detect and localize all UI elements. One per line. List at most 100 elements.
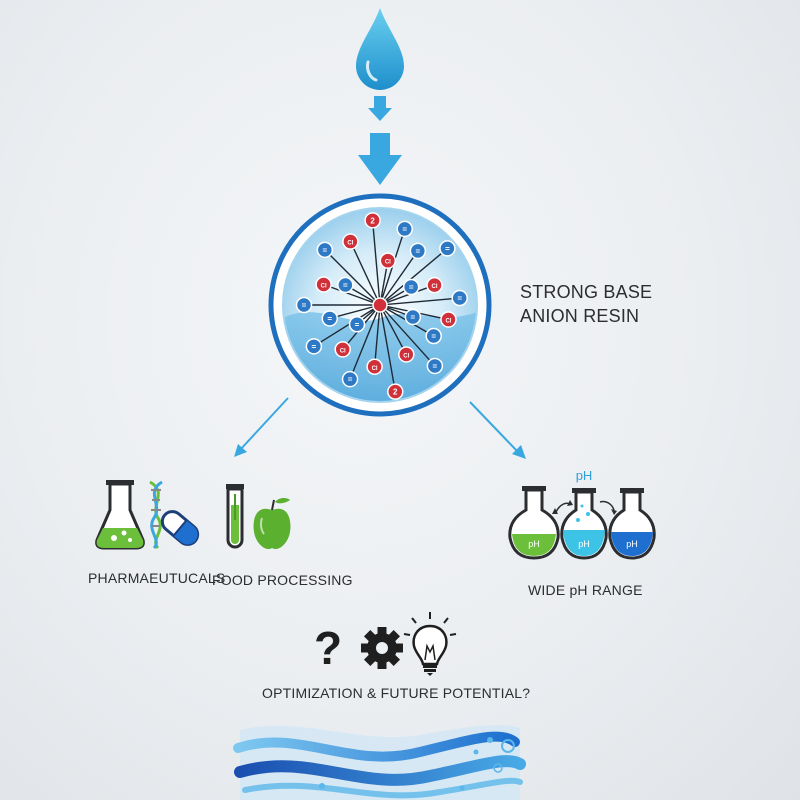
svg-text:Cl: Cl: [385, 260, 391, 266]
lightbulb-icon: [403, 612, 457, 676]
anion-blue-icon: =: [404, 308, 422, 326]
svg-text:=: =: [411, 313, 416, 322]
anion-red-icon: Cl: [440, 311, 457, 328]
svg-text:2: 2: [393, 388, 398, 397]
arrow-to-ph-range: [469, 401, 526, 459]
wide-ph-range-label: WIDE pH RANGE: [528, 582, 643, 598]
ph-flask-label: pH: [528, 539, 540, 549]
svg-text:=: =: [327, 314, 332, 323]
resin-spoke: [379, 304, 407, 355]
anion-red-icon: Cl: [334, 341, 351, 358]
resin-spoke: [379, 284, 435, 306]
anion-blue-icon: =: [316, 241, 334, 259]
ph-exchange-arrows: [552, 500, 617, 515]
future-potential-label: OPTIMIZATION & FUTURE POTENTIAL?: [262, 685, 531, 701]
svg-text:=: =: [431, 332, 436, 341]
resin-title-line1: STRONG BASE: [520, 282, 653, 302]
resin-title-line2: ANION RESIN: [520, 306, 640, 326]
svg-text:Cl: Cl: [372, 366, 378, 372]
svg-text:=: =: [433, 362, 438, 371]
test-tube-icon: [226, 484, 244, 549]
svg-text:=: =: [416, 247, 421, 256]
anion-blue-icon: =: [396, 220, 413, 238]
svg-text:=: =: [409, 283, 414, 292]
anion-red-icon: Cl: [379, 252, 397, 269]
food-processing-label: FOOD PROCESSING: [212, 572, 353, 588]
resin-spoke: [371, 220, 381, 306]
anion-red-icon: 2: [387, 383, 404, 400]
svg-text:=: =: [348, 375, 353, 384]
ph-flask-blue: [608, 488, 656, 560]
anion-red-icon: Cl: [366, 358, 383, 376]
question-icon: ?: [314, 622, 342, 674]
svg-text:=: =: [323, 246, 328, 255]
svg-text:Cl: Cl: [432, 284, 438, 290]
ph-heading: pH: [576, 468, 593, 483]
svg-text:=: =: [457, 294, 462, 303]
svg-text:=: =: [402, 225, 407, 234]
pharmaceuticals-label: PHARMAEUTUCALS: [88, 570, 226, 586]
anion-blue-icon: =: [409, 242, 427, 260]
resin-spoke: [323, 283, 381, 306]
anion-red-icon: Cl: [342, 233, 359, 250]
anion-red-icon: Cl: [426, 276, 443, 294]
anion-blue-icon: =: [348, 316, 366, 333]
resin-spoke: [313, 304, 381, 347]
svg-text:Cl: Cl: [445, 319, 451, 325]
resin-spoke: [329, 304, 381, 320]
anion-blue-icon: =: [439, 240, 456, 257]
anion-blue-icon: =: [426, 357, 444, 375]
svg-text:Cl: Cl: [347, 241, 353, 247]
ph-flask-cyan: [560, 488, 608, 560]
resin-spoke: [379, 304, 436, 367]
svg-text:=: =: [343, 281, 348, 290]
anion-blue-icon: =: [402, 278, 420, 296]
resin-spoke: [324, 249, 381, 306]
resin-spoke: [349, 304, 381, 380]
anion-blue-icon: =: [295, 296, 313, 314]
ph-flask-label: pH: [626, 539, 638, 549]
anion-blue-icon: =: [341, 370, 359, 388]
svg-text:Cl: Cl: [403, 353, 409, 359]
anion-blue-icon: =: [321, 310, 339, 327]
resin-spoke: [379, 250, 419, 306]
svg-text:Cl: Cl: [321, 283, 327, 289]
svg-text:2: 2: [370, 216, 375, 225]
anion-blue-icon: =: [451, 289, 468, 307]
gear-icon: [361, 627, 403, 669]
water-drop-icon: [356, 8, 404, 90]
resin-spokes: [304, 220, 460, 392]
ph-flask-label: pH: [578, 539, 590, 549]
arrow-to-applications: [234, 397, 289, 457]
svg-text:=: =: [355, 320, 360, 329]
resin-spoke: [349, 241, 381, 306]
capsule-icon: [160, 510, 200, 546]
anion-blue-icon: =: [425, 327, 442, 345]
down-arrow-large-icon: [358, 133, 402, 185]
svg-text:=: =: [445, 244, 450, 253]
dna-icon: [149, 480, 163, 550]
anion-red-icon: 2: [364, 212, 381, 229]
anion-red-icon: Cl: [398, 346, 415, 363]
resin-spoke: [373, 304, 381, 367]
anion-red-icon: Cl: [315, 276, 332, 293]
resin-title: STRONG BASE ANION RESIN: [520, 280, 652, 328]
resin-spoke: [379, 247, 448, 306]
anion-blue-icon: =: [305, 338, 323, 355]
anion-blue-icon: =: [337, 276, 354, 294]
down-arrow-icon: [368, 96, 392, 121]
resin-spoke: [379, 304, 396, 392]
ph-flask-green: [508, 486, 560, 560]
wave-icon: [233, 725, 526, 800]
apple-icon: [253, 498, 291, 550]
svg-text:=: =: [302, 301, 307, 310]
svg-text:=: =: [312, 342, 317, 351]
flask-icon: [95, 480, 145, 550]
resin-spoke: [379, 297, 460, 306]
svg-text:Cl: Cl: [340, 348, 346, 354]
resin-core-icon: [372, 297, 388, 313]
